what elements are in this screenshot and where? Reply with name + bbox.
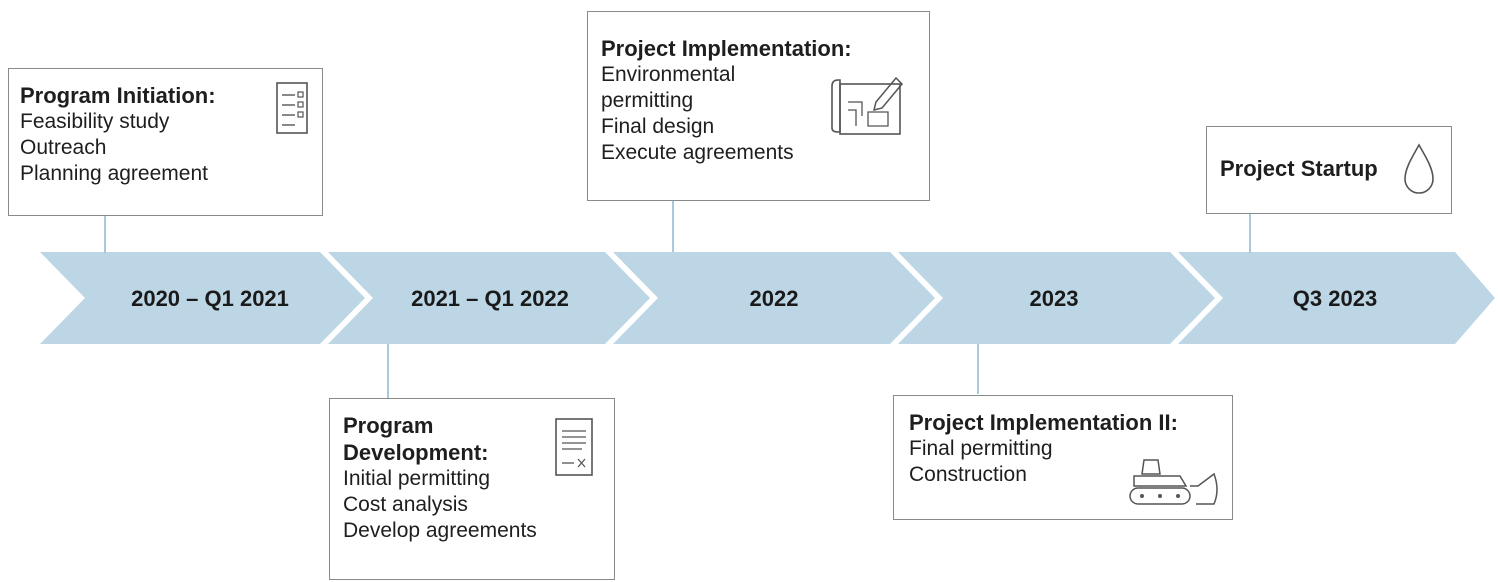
stage-chevron-4 — [898, 252, 1215, 344]
connector-project-startup — [1249, 213, 1251, 253]
bulldozer-icon — [1129, 459, 1218, 505]
stage-chevron-5 — [1178, 252, 1495, 344]
stage-label-1: 2020 – Q1 2021 — [131, 286, 289, 311]
connector-program-development — [387, 344, 389, 399]
box-item: Planning agreement — [20, 162, 208, 185]
box-item: Outreach — [20, 136, 107, 159]
stage-label-5: Q3 2023 — [1292, 286, 1378, 311]
box-title-line2: Development: — [343, 440, 489, 465]
connector-program-initiation — [104, 215, 106, 253]
connector-project-implementation-ii — [977, 344, 979, 394]
box-item: Feasibility study — [20, 110, 170, 133]
stage-chevron-3 — [613, 252, 935, 344]
box-item: Construction — [909, 463, 1027, 486]
box-item: Final permitting — [909, 437, 1053, 460]
box-item: Environmental — [601, 63, 736, 86]
stage-chevron-1 — [40, 252, 365, 344]
water-drop-icon — [1404, 143, 1434, 194]
box-title-line1: Program — [343, 413, 434, 438]
project-implementation-ii-box: Project Implementation II: Final permitt… — [893, 395, 1233, 520]
stage-label-3: 2022 — [749, 286, 799, 311]
box-title: Project Implementation II: — [909, 410, 1178, 435]
document-sign-icon — [555, 418, 593, 476]
box-title: Project Implementation: — [601, 36, 852, 61]
stage-label-4: 2023 — [1029, 286, 1079, 311]
checklist-icon — [276, 82, 308, 134]
program-initiation-box: Program Initiation: Feasibility study Ou… — [8, 68, 323, 216]
program-development-box: Program Development: Initial permitting … — [329, 398, 615, 580]
box-title: Project Startup — [1220, 156, 1378, 181]
box-item: Execute agreements — [601, 141, 794, 164]
box-title: Program Initiation: — [20, 83, 216, 108]
box-item: permitting — [601, 89, 694, 112]
box-item: Cost analysis — [343, 493, 468, 516]
project-implementation-box: Project Implementation: Environmental pe… — [587, 11, 930, 201]
blueprint-icon — [831, 76, 904, 135]
project-startup-box: Project Startup — [1206, 126, 1452, 214]
box-item: Develop agreements — [343, 519, 537, 542]
stage-chevron-2 — [328, 252, 650, 344]
box-item: Initial permitting — [343, 467, 491, 490]
connector-project-implementation — [672, 200, 674, 252]
stage-label-2: 2021 – Q1 2022 — [411, 286, 569, 311]
box-item: Final design — [601, 115, 715, 138]
